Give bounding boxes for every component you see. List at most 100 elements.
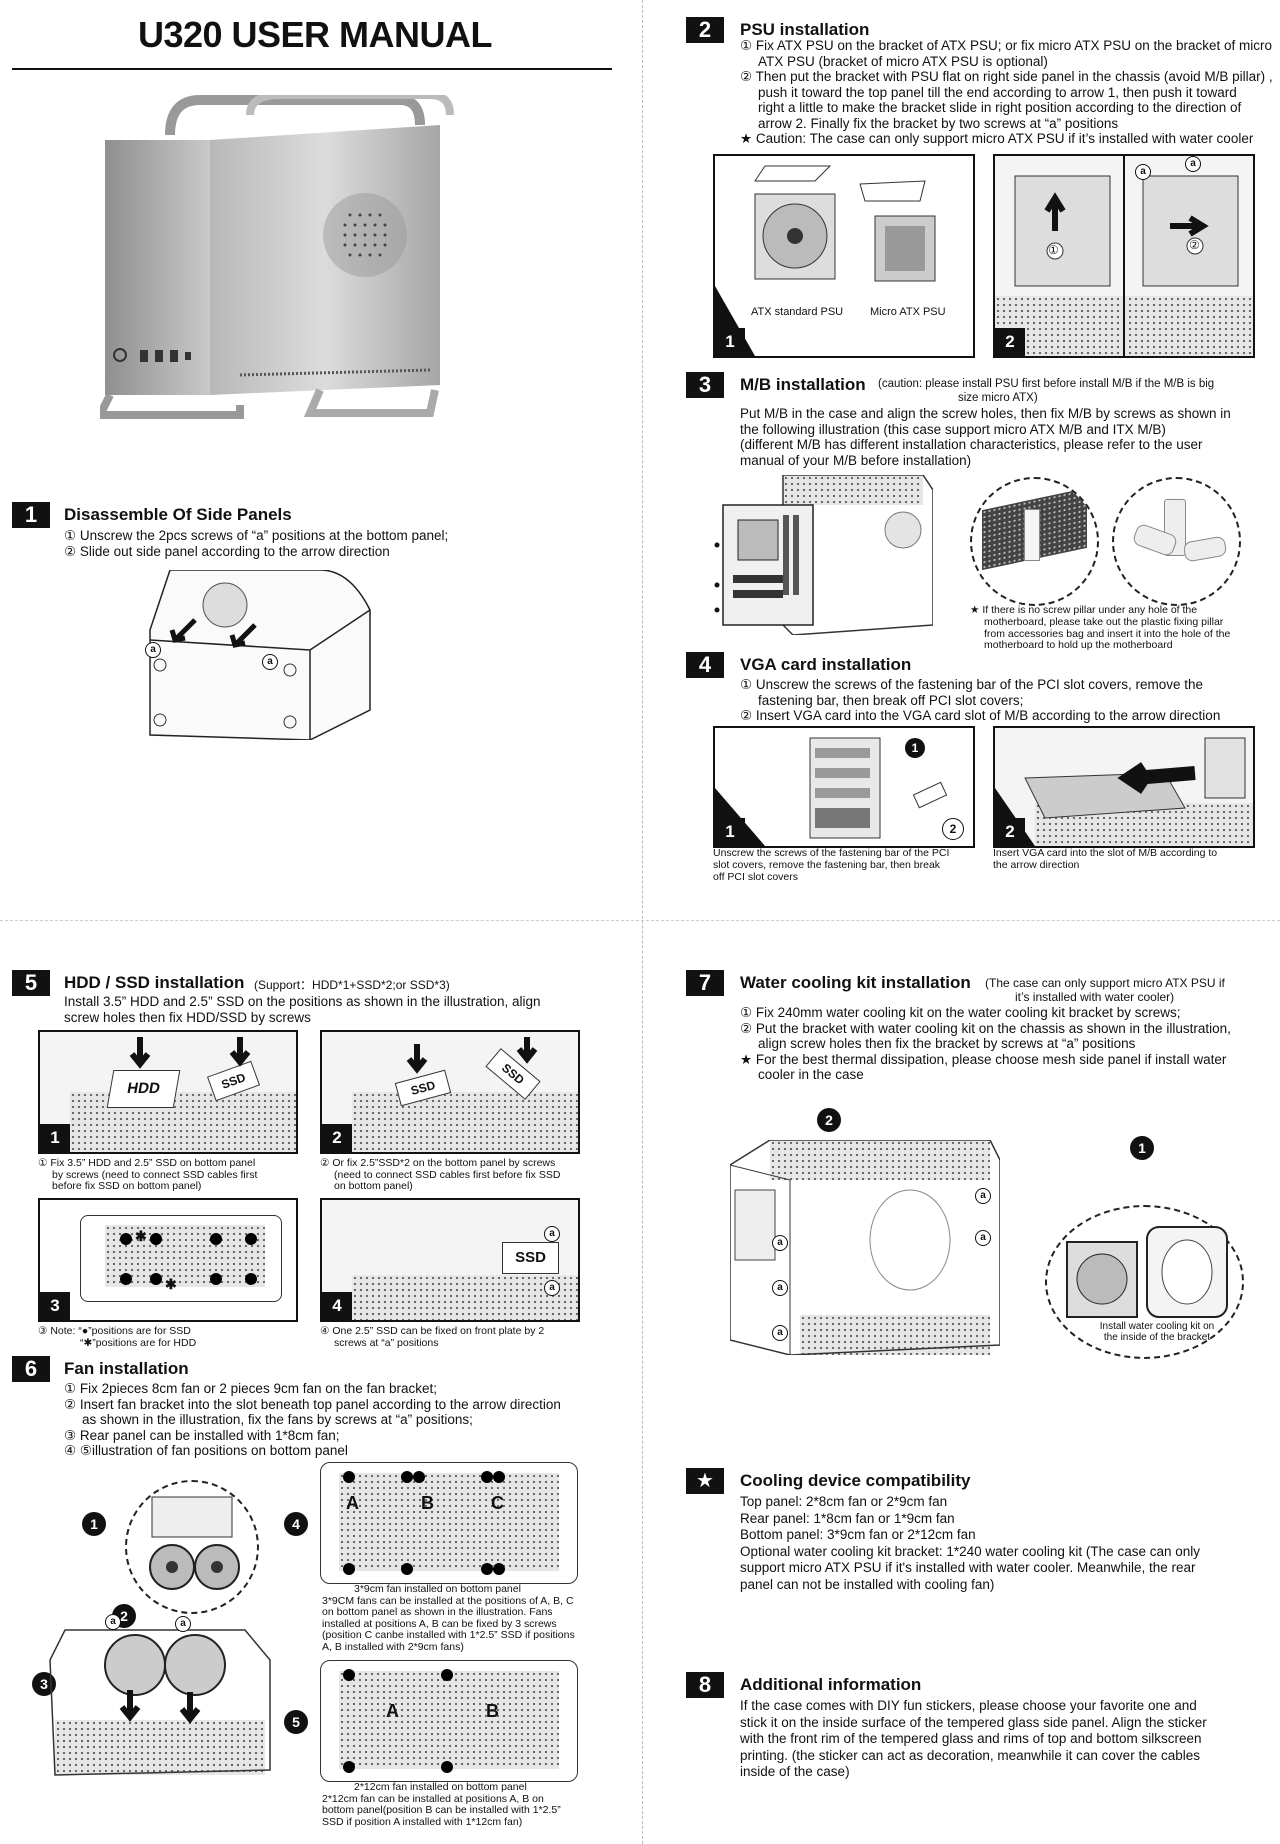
text-line: Rear panel: 1*8cm fan or 1*9cm fan (740, 1510, 955, 1526)
text-line: on bottom panel as shown in the illustra… (322, 1606, 553, 1618)
water-cooling-case-illustration: a a a a a (730, 1140, 1000, 1355)
text-line: arrow 2. Finally fix the bracket by two … (758, 115, 1119, 131)
hdd-position-star: ✱ (165, 1276, 177, 1292)
mesh-panel (105, 1225, 265, 1287)
text-line: fastening bar, then break off PCI slot c… (758, 692, 1024, 708)
text-line: Bottom panel: 3*9cm fan or 2*12cm fan (740, 1527, 976, 1542)
text-line: align screw holes then fix the bracket b… (758, 1036, 1136, 1051)
screw-position-dot (441, 1761, 453, 1773)
text-line: screws at “a” positions (334, 1336, 439, 1349)
fan-zone-a: A (346, 1493, 359, 1513)
figure-number: 1 (715, 328, 745, 356)
text-line: ① Fix 2pieces 8cm fan or 2 pieces 9cm fa… (64, 1381, 438, 1396)
section-1-body: ① Unscrew the 2pcs screws of “a” positio… (64, 528, 448, 559)
screw-position-a-marker: a (544, 1226, 560, 1242)
text-line: ② Slide out side panel according to the … (64, 543, 390, 559)
section-title-cooling-compat: Cooling device compatibility (740, 1471, 971, 1490)
section-number-4: 4 (686, 652, 724, 678)
figure-number: 4 (322, 1292, 352, 1320)
text-line: off PCI slot covers (713, 870, 799, 883)
fan-zone-c: C (491, 1493, 504, 1513)
screw-position-dot (493, 1471, 505, 1483)
screw-pillar (1024, 509, 1040, 561)
text-line: printing. (the sticker can act as decora… (740, 1747, 1200, 1763)
screw-position-a-marker: a (772, 1280, 788, 1296)
text-line: A, B installed with 2*9cm fans) (322, 1640, 464, 1653)
section-6-body: ① Fix 2pieces 8cm fan or 2 pieces 9cm fa… (64, 1381, 624, 1459)
bottom-panel-outline (80, 1215, 282, 1302)
text-line: ③ Rear panel can be installed with 1*8cm… (64, 1427, 340, 1443)
ssd-position-dot (150, 1233, 162, 1245)
text-line: Insert VGA card into the slot of M/B acc… (993, 847, 1218, 859)
ssd-figure-2: SSD SSD 2 (320, 1030, 580, 1154)
screw-pillar-closeup-left (970, 477, 1099, 606)
fan-step-4-badge: 4 (284, 1512, 308, 1536)
section-2-body: ① Fix ATX PSU on the bracket of ATX PSU;… (740, 38, 1275, 147)
mesh-panel (352, 1275, 578, 1320)
screw-position-a-marker: a (975, 1230, 991, 1246)
section-number-3: 3 (686, 372, 724, 398)
screw-position-dot (343, 1471, 355, 1483)
hdd-caption-4: ④ One 2.5” SSD can be fixed on front pla… (320, 1325, 590, 1349)
text-line: push it toward the top panel till the en… (758, 84, 1237, 100)
psu-label-atx: ATX standard PSU (751, 306, 844, 318)
psu-figure-2: a a ① ② 2 (993, 154, 1255, 358)
screw-position-dot (481, 1563, 493, 1575)
text-line: cooler in the case (758, 1067, 864, 1082)
screw-position-a-marker: a (145, 642, 161, 658)
section-title-vga: VGA card installation (740, 655, 912, 674)
fan-caption-2x12: 2*12cm fan installed on bottom panel 2*1… (322, 1781, 622, 1828)
section-number-5: 5 (12, 970, 50, 996)
water-step-1-badge: 1 (1130, 1136, 1154, 1160)
section-title-additional-info: Additional information (740, 1675, 922, 1694)
screw-position-a-marker: a (772, 1235, 788, 1251)
step-marker-1: 1 (905, 738, 925, 758)
vga-figure-2: 2 (993, 726, 1255, 848)
fan-step-1-badge: 1 (82, 1512, 106, 1536)
screw-position-dot (343, 1563, 355, 1575)
text-line: Unscrew the screws of the fastening bar … (713, 847, 950, 859)
text-line: from accessories bag and insert it into … (984, 627, 1231, 640)
plastic-pillar (1182, 535, 1228, 563)
text-line: 2*12cm fan installed on bottom panel (354, 1781, 527, 1793)
text-line: motherboard to hold up the motherboard (984, 639, 1173, 652)
screw-position-dot (343, 1761, 355, 1773)
text-line: the arrow direction (993, 858, 1080, 871)
screw-position-a-marker: a (175, 1616, 191, 1632)
section-number-7: 7 (686, 970, 724, 996)
text-line: ② Insert VGA card into the VGA card slot… (740, 708, 1221, 723)
column-divider (642, 0, 643, 1844)
arrow-number-1: ① (1048, 243, 1059, 257)
ssd-position-dot (210, 1233, 222, 1245)
section-7-note: (The case can only support micro ATX PSU… (985, 976, 1225, 990)
screw-position-a-marker: a (772, 1325, 788, 1341)
section-4-body: ① Unscrew the screws of the fastening ba… (740, 677, 1270, 724)
section-3-note-2: size micro ATX) (958, 392, 1038, 404)
arrow-number-2: ② (1189, 238, 1200, 252)
text-line: with the front rim of the tempered glass… (740, 1731, 1202, 1746)
text-line: motherboard, please take out the plastic… (984, 615, 1224, 628)
text-line: the inside of the bracket (1103, 1332, 1211, 1343)
section-5-body: Install 3.5” HDD and 2.5” SSD on the pos… (64, 994, 604, 1025)
section-star-badge: ★ (686, 1468, 724, 1494)
screw-position-dot (343, 1669, 355, 1681)
section-3-note: (caution: please install PSU first befor… (878, 378, 1215, 390)
text-line: Optional water cooling kit bracket: 1*24… (740, 1543, 1200, 1559)
section-title-hdd-ssd: HDD / SSD installation (64, 973, 245, 992)
screw-position-a-marker: a (1185, 156, 1201, 172)
text-line: support micro ATX PSU if it's installed … (740, 1560, 1196, 1575)
vga-caption-1: Unscrew the screws of the fastening bar … (713, 847, 973, 883)
top-mesh (770, 1140, 990, 1180)
section-title-fan: Fan installation (64, 1359, 189, 1378)
section-7-body: ① Fix 240mm water cooling kit on the wat… (740, 1005, 1270, 1083)
ssd-position-dot (120, 1233, 132, 1245)
screw-position-a-marker: a (1135, 164, 1151, 180)
text-line: panel can not be installed with cooling … (740, 1576, 995, 1592)
bottom-panel-2fan: A B (320, 1660, 578, 1782)
page-title: U320 USER MANUAL (137, 14, 493, 55)
text-line: inside of the case) (740, 1764, 850, 1779)
water-cooling-kit-closeup: Install water cooling kit on the inside … (1045, 1205, 1244, 1359)
text-line: ② Then put the bracket with PSU flat on … (740, 69, 1273, 84)
fan-zone-b: B (421, 1493, 434, 1513)
kit-caption: Install water cooling kit on the inside … (1072, 1321, 1242, 1343)
